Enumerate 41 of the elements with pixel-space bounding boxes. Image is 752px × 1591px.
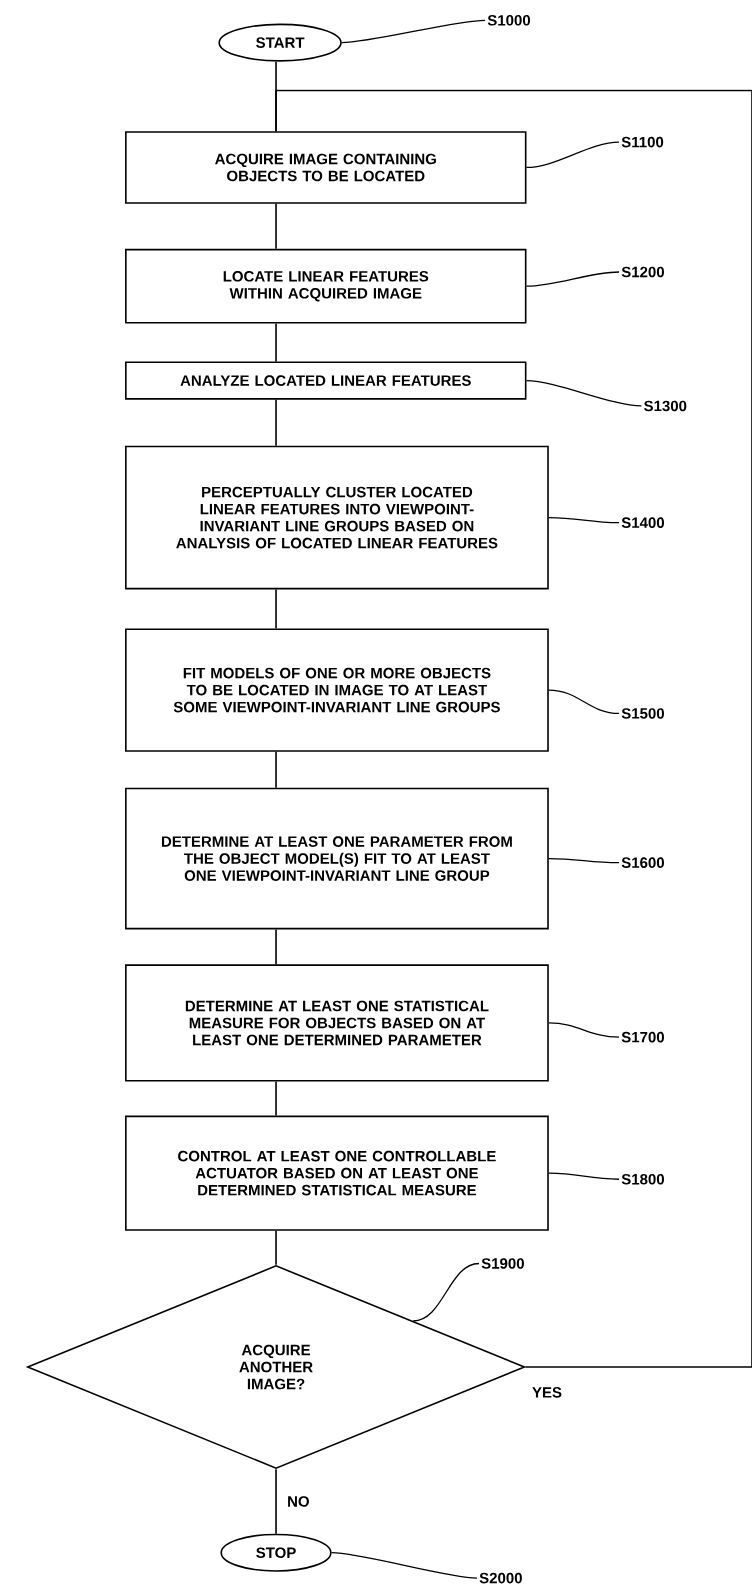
connector-line — [275, 322, 277, 363]
connector-line — [275, 751, 277, 789]
step-label: S2000 — [479, 1572, 522, 1584]
leader-line — [412, 1262, 480, 1322]
connector-line — [275, 203, 277, 250]
leader-line — [331, 1552, 478, 1579]
connector-line — [275, 1230, 277, 1266]
process-box: ANALYZE LOCATED LINEAR FEATURES — [125, 361, 527, 400]
process-box: DETERMINE AT LEAST ONE STATISTICAL MEASURE FOR OBJECTS BASED ON AT LEAST ONE DETERMINED PARAMETER — [125, 964, 549, 1082]
step-label: S1400 — [621, 517, 664, 528]
process-box: DETERMINE AT LEAST ONE PARAMETER FROM THE OBJECT MODEL(S) FIT TO AT LEAST ONE VIEWPOINT-INVARIANT LINE GROUP — [125, 787, 549, 930]
process-box: LOCATE LINEAR FEATURES WITHIN ACQUIRED IMAGE — [125, 248, 527, 324]
step-label: S1200 — [621, 266, 664, 278]
connector-line — [275, 1468, 277, 1535]
edge-label: YES — [530, 1385, 564, 1400]
connector-line — [275, 398, 277, 447]
step-label: S1100 — [621, 136, 664, 148]
connector-line — [275, 928, 277, 966]
process-box: ACQUIRE IMAGE CONTAINING OBJECTS TO BE LOCATED — [125, 131, 527, 204]
step-label: S1600 — [621, 857, 664, 868]
leader-line — [341, 19, 486, 44]
edge-label: NO — [285, 1494, 312, 1509]
leader-line — [525, 271, 620, 287]
leader-line — [548, 689, 620, 715]
leader-line — [525, 141, 620, 169]
step-label: S1500 — [621, 708, 664, 719]
process-box: PERCEPTUALLY CLUSTER LOCATED LINEAR FEATURES INTO VIEWPOINT-INVARIANT LINE GROUPS BASED ON ANALYSIS OF LOCATED LINEAR FEATURES — [125, 445, 549, 590]
step-label: S1000 — [487, 15, 531, 26]
connector-line — [275, 1080, 277, 1117]
connector-line — [275, 588, 277, 630]
process-box: FIT MODELS OF ONE OR MORE OBJECTS TO BE LOCATED IN IMAGE TO AT LEAST SOME VIEWPOINT-INVARIANT LINE GROUPS — [125, 628, 549, 752]
leader-line — [525, 379, 643, 407]
connector-line — [275, 89, 752, 1368]
leader-line — [548, 1022, 620, 1038]
step-label: S1800 — [621, 1173, 664, 1185]
leader-line — [548, 1172, 620, 1180]
step-label: S1700 — [621, 1031, 664, 1043]
leader-line — [548, 857, 620, 864]
step-label: S1300 — [644, 400, 687, 412]
leader-line — [548, 516, 620, 524]
process-box: CONTROL AT LEAST ONE CONTROLLABLE ACTUATOR BASED ON AT LEAST ONE DETERMINED STATISTICAL MEASURE — [125, 1115, 549, 1231]
